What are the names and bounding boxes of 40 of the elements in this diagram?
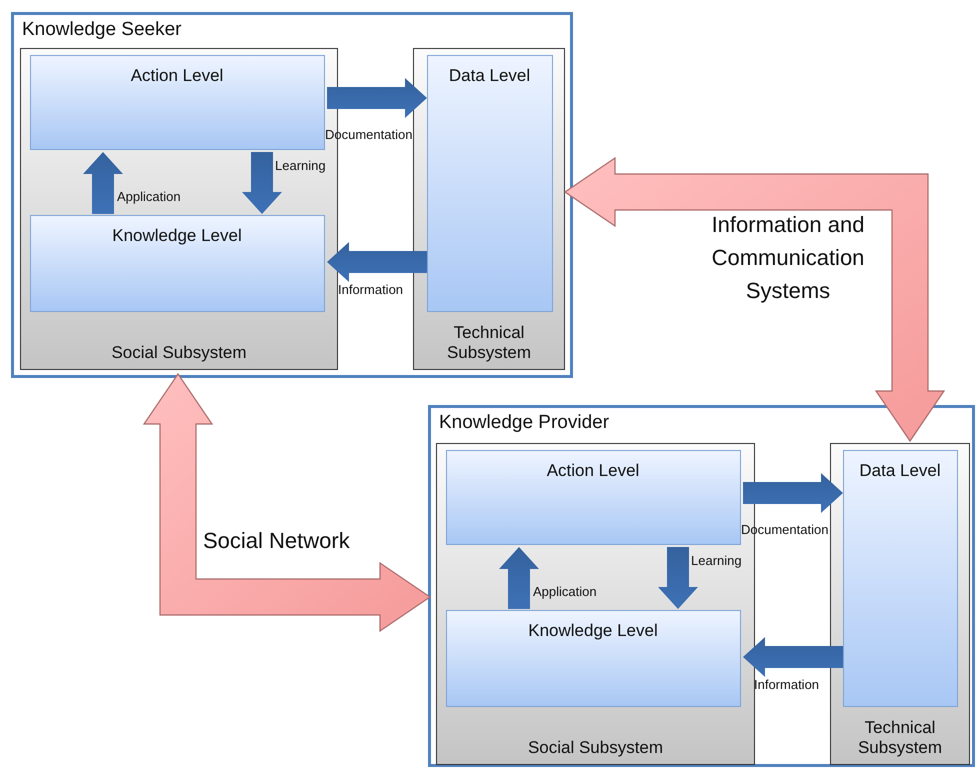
level-box: [446, 450, 740, 544]
block-arrow: [83, 152, 123, 214]
node-title: Social Subsystem: [111, 343, 247, 363]
group-frame: [428, 405, 975, 767]
block-arrow: [242, 152, 282, 214]
level-box: [446, 610, 740, 706]
block-arrow: [142, 372, 432, 632]
level-box: [30, 214, 324, 312]
level-box: [30, 54, 324, 150]
edge-label: Information: [754, 677, 820, 692]
edge-label: Application: [117, 189, 181, 204]
block-arrow: [499, 547, 539, 609]
node-title: Action Level: [130, 66, 224, 86]
subsystem-panel: [830, 443, 970, 765]
node-title: Knowledge Provider: [439, 412, 610, 434]
block-arrow: [327, 242, 427, 282]
block-arrow: [658, 547, 698, 609]
node-title: Social Subsystem: [528, 738, 664, 758]
node-title: Knowledge Level: [528, 620, 658, 640]
block-arrow: [327, 78, 427, 118]
block-arrow: [743, 637, 843, 677]
edge-label: Information: [338, 282, 404, 297]
subsystem-panel: [413, 48, 565, 370]
node-title: Data Level: [859, 460, 941, 480]
node-title: Data Level: [448, 66, 530, 86]
level-box: [426, 54, 552, 312]
block-arrow: [564, 156, 946, 442]
node-title: Action Level: [546, 460, 640, 480]
edge-label: Information and Communication Systems: [710, 211, 866, 305]
edge-label: Application: [533, 584, 597, 599]
node-title: Knowledge Seeker: [22, 19, 182, 41]
level-box: [842, 450, 958, 706]
node-title: Technical Subsystem: [856, 718, 944, 758]
node-title: Technical Subsystem: [446, 323, 532, 363]
edge-label: Social Network: [203, 527, 350, 555]
block-arrow: [743, 473, 843, 513]
edge-label: Learning: [275, 158, 326, 173]
node-title: Knowledge Level: [112, 226, 242, 246]
group-frame: [11, 12, 573, 378]
edge-label: Learning: [691, 553, 742, 568]
